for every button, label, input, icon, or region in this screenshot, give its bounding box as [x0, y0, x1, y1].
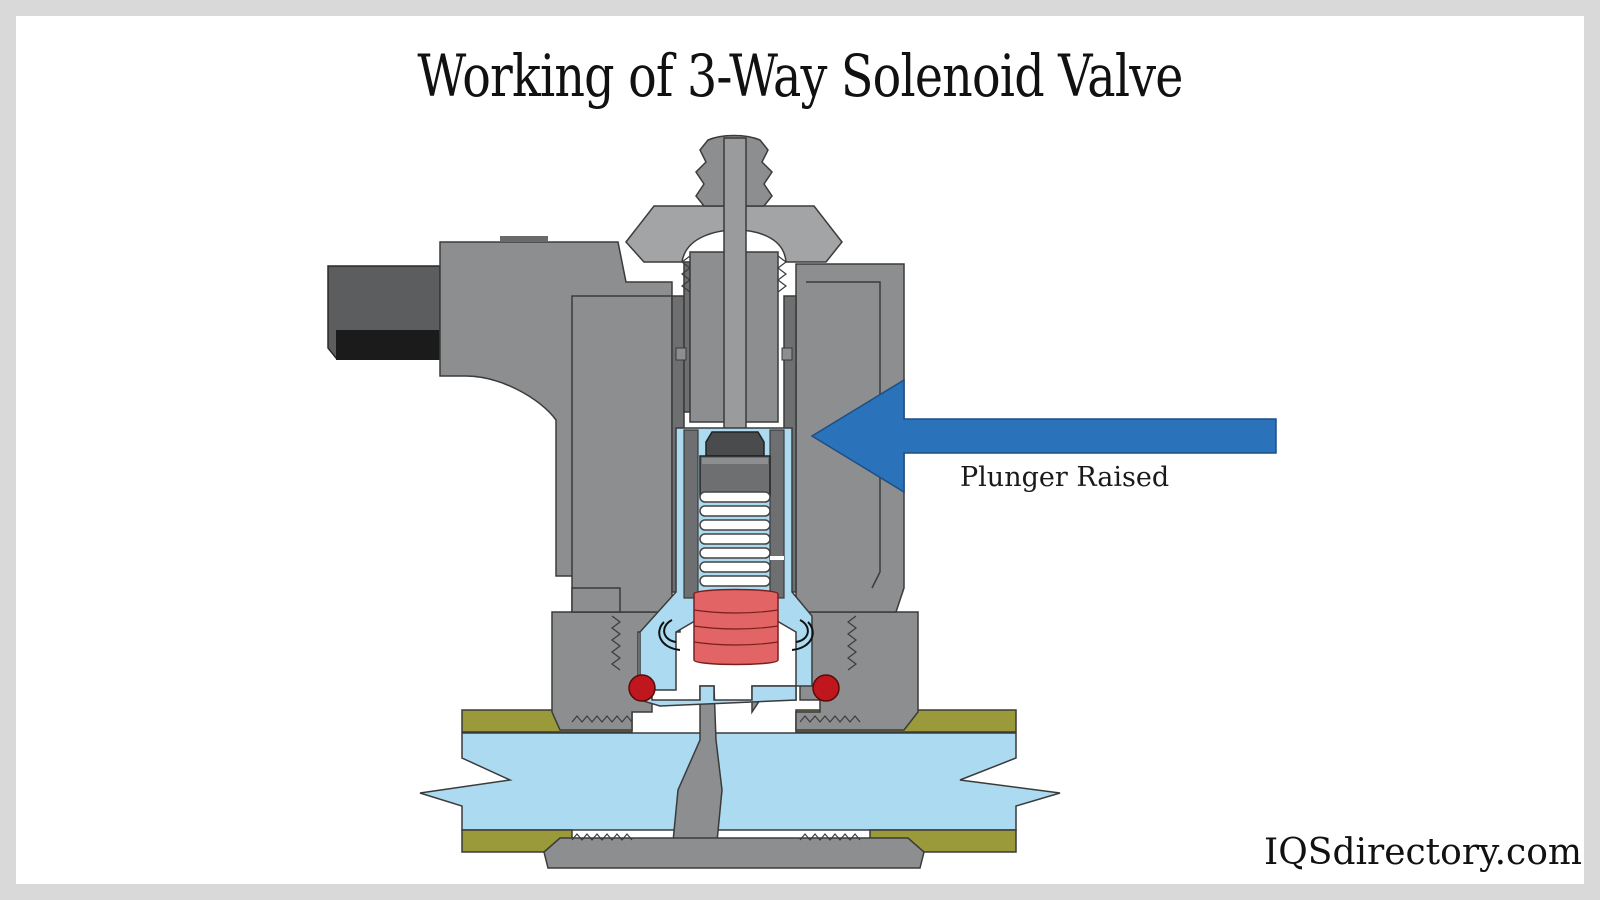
- plunger-spring: [699, 491, 771, 587]
- source-watermark: IQSdirectory.com: [1264, 832, 1582, 873]
- plunger-seal: [693, 588, 779, 666]
- plunger-chamber: [628, 427, 840, 707]
- center-shaft: [723, 137, 747, 437]
- top-fitting: [625, 134, 843, 437]
- plunger-head: [705, 431, 765, 457]
- plunger-raised-arrow: [810, 378, 1277, 494]
- pipe-fluid: [419, 732, 1061, 831]
- plunger-raised-label: Plunger Raised: [960, 462, 1170, 493]
- pipe-assembly: [419, 709, 1061, 853]
- coil-housing: [327, 236, 905, 613]
- diagram-title: Working of 3-Way Solenoid Valve: [417, 42, 1183, 110]
- o-ring-right: [812, 674, 840, 702]
- o-ring-left: [628, 674, 656, 702]
